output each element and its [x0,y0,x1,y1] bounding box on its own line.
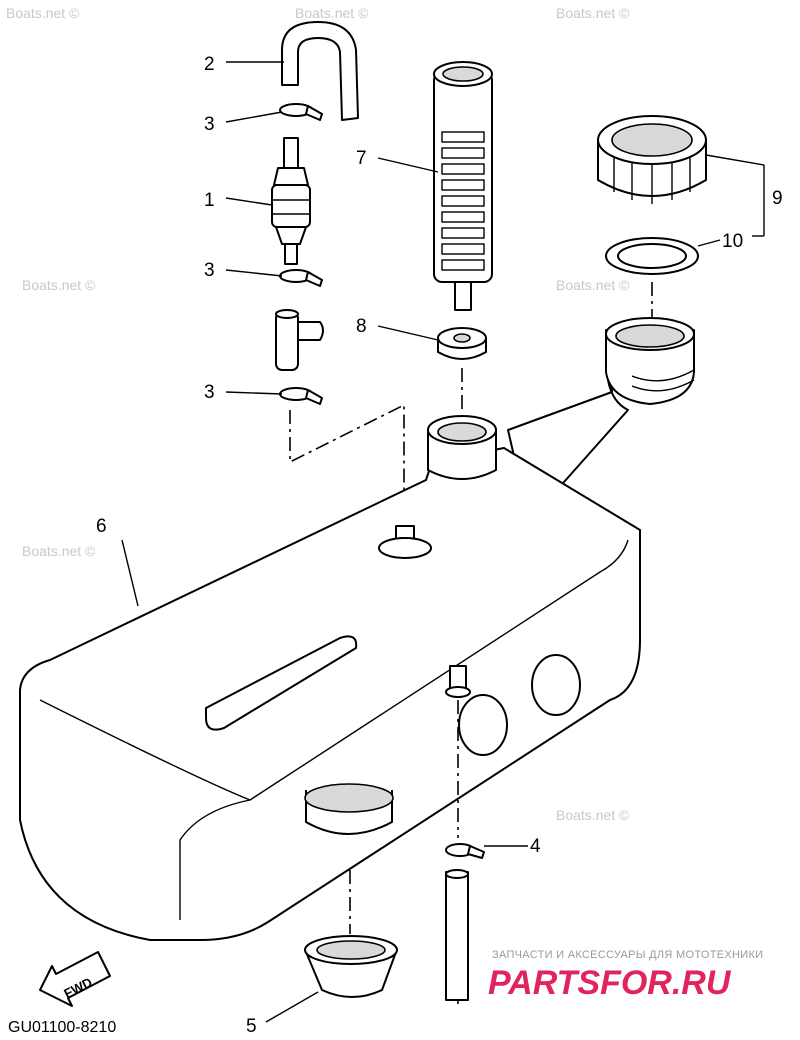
callout-3-top: 3 [204,114,215,135]
watermark-11: Boats.net © [556,807,630,823]
diagram-code: GU01100-8210 [8,1019,116,1036]
watermark-6: Boats.net © [22,543,96,559]
callout-9: 9 [772,188,783,209]
watermark-5: Boats.net © [556,277,630,293]
brand-tagline: ЗАПЧАСТИ И АКСЕССУАРЫ ДЛЯ МОТОТЕХНИКИ [492,949,763,961]
callout-2: 2 [204,54,215,75]
brand-logo: ЗАПЧАСТИ И АКСЕССУАРЫ ДЛЯ МОТОТЕХНИКИ PA… [488,949,763,1002]
hose-lower [445,869,469,1001]
part-2-hose [281,21,359,121]
callout-8: 8 [356,316,367,337]
callout-1: 1 [204,190,215,211]
part-9-cap [597,115,707,204]
part-6-fuel-tank [19,317,695,941]
watermark-4: Boats.net © [22,277,96,293]
part-3-clip-lower [279,387,323,405]
part-10-gasket [605,237,699,275]
leader-lines [121,61,765,1023]
callout-10: 10 [722,231,743,252]
joint-pipe [275,309,324,371]
watermark-1: Boats.net © [6,5,80,21]
assembly-line-hose [289,403,405,520]
callout-numbers: 2 3 1 3 3 7 8 9 10 6 4 5 [96,54,783,1037]
part-3-clip-middle [279,269,323,287]
part-1-fuel-filter [271,137,311,265]
part-7-strainer [433,61,493,311]
watermark-3: Boats.net © [556,5,630,21]
fwd-arrow-icon: FWD [39,951,111,1007]
part-4-clip [445,843,485,859]
part-3-clip-top [279,103,323,121]
strainer-mesh [441,131,485,271]
callout-4: 4 [530,836,541,857]
callout-7: 7 [356,148,367,169]
callout-5: 5 [246,1016,257,1037]
brand-name: PARTSFOR.RU [488,964,732,1002]
part-5-plug [304,935,398,998]
callout-6: 6 [96,516,107,537]
part-8-grommet [437,327,487,360]
watermark-2: Boats.net © [295,5,369,21]
callout-3-lower: 3 [204,382,215,403]
callout-3-middle: 3 [204,260,215,281]
